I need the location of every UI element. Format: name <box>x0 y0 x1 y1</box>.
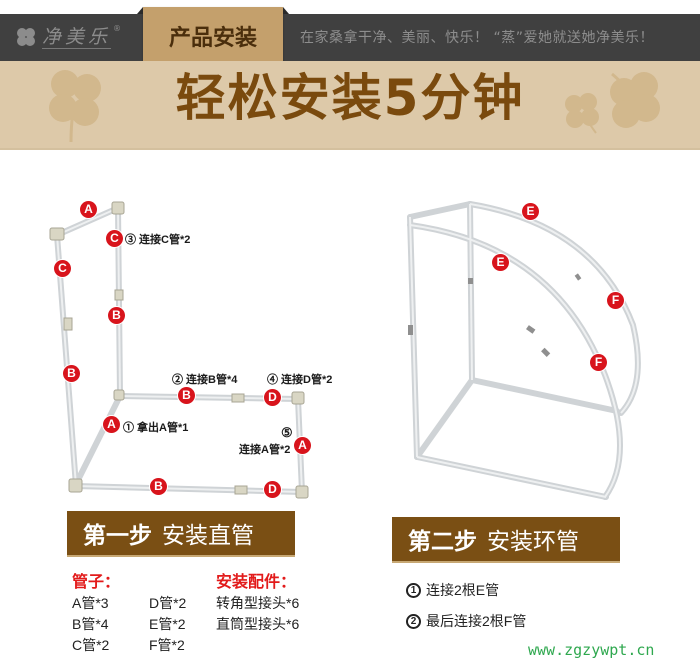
clover-icon <box>610 72 660 128</box>
pipe-tag-d: D <box>264 389 281 406</box>
header-bar <box>0 14 700 61</box>
step-number-badge: 1 <box>406 582 421 598</box>
pipe-tag-e: E <box>492 254 509 271</box>
step-number-badge: 2 <box>406 613 421 629</box>
pipe-tag-b: B <box>63 365 80 382</box>
pipe-tag-d: D <box>264 481 281 498</box>
fitting-item: 转角型接头*6 <box>216 595 300 611</box>
pipe-tag-f: F <box>590 354 607 371</box>
slogan-text: 在家桑拿干净、美丽、快乐！ “蒸”爱她就送她净美乐！ <box>300 30 654 46</box>
watermark: www.zgzywpt.cn <box>528 641 655 659</box>
pipe-tag-b: B <box>178 387 195 404</box>
registered-mark: ® <box>113 24 122 33</box>
pipe-item: B管*4 <box>72 616 109 632</box>
step1-header: 第一步 安装直管 <box>67 511 295 557</box>
instruction-text: 最后连接2根F管 <box>426 613 527 629</box>
fittings-heading: 安装配件： <box>216 574 297 591</box>
pipe-tag-a: A <box>294 437 311 454</box>
callout-step5: 连接A管*2 <box>239 444 291 456</box>
callout-step5-number: ⑤ <box>281 425 293 440</box>
pipe-tag-e: E <box>522 203 539 220</box>
step2-title-label: 安装环管 <box>487 529 579 555</box>
brand-logo[interactable]: 净美乐 ® <box>14 22 121 52</box>
pipe-item: D管*2 <box>149 595 187 611</box>
clover-icon <box>17 28 35 46</box>
callout-step1: ① 拿出A管*1 <box>123 422 189 434</box>
pipe-tag-c: C <box>54 260 71 277</box>
step2-title-strong: 第二步 <box>408 529 477 555</box>
callout-step2: ② 连接B管*4 <box>172 374 238 386</box>
tab-product-install[interactable]: 产品安装 <box>137 7 289 65</box>
clover-icon <box>565 93 599 134</box>
pipe-item: E管*2 <box>149 616 186 632</box>
callout-step3: ③ 连接C管*2 <box>125 234 191 246</box>
page-title: 轻松安装5分钟 <box>175 69 525 127</box>
pipes-heading: 管子： <box>72 574 121 591</box>
step1-title-strong: 第一步 <box>83 523 152 549</box>
step1-title-label: 安装直管 <box>162 523 254 549</box>
instruction-text: 连接2根E管 <box>426 582 500 598</box>
pipe-item: A管*3 <box>72 595 109 611</box>
pipe-tag-b: B <box>108 307 125 324</box>
pipe-tag-a: A <box>103 416 120 433</box>
pipe-tag-b: B <box>150 478 167 495</box>
arc-frame-diagram <box>407 201 641 500</box>
fitting-item: 直筒型接头*6 <box>216 616 300 632</box>
step2-instruction: 2 最后连接2根F管 <box>406 611 526 631</box>
pipe-tag-f: F <box>607 292 624 309</box>
tab-label: 产品安装 <box>168 26 257 51</box>
pipe-item: C管*2 <box>72 637 110 653</box>
clover-icon <box>49 70 101 143</box>
pipe-item: F管*2 <box>149 637 185 653</box>
step2-header: 第二步 安装环管 <box>392 517 620 563</box>
callout-step4: ④ 连接D管*2 <box>267 374 333 386</box>
pipe-tag-c: C <box>106 230 123 247</box>
step2-instruction: 1 连接2根E管 <box>406 580 499 600</box>
pipe-tag-a: A <box>80 201 97 218</box>
logo-text: 净美乐 <box>42 25 112 49</box>
